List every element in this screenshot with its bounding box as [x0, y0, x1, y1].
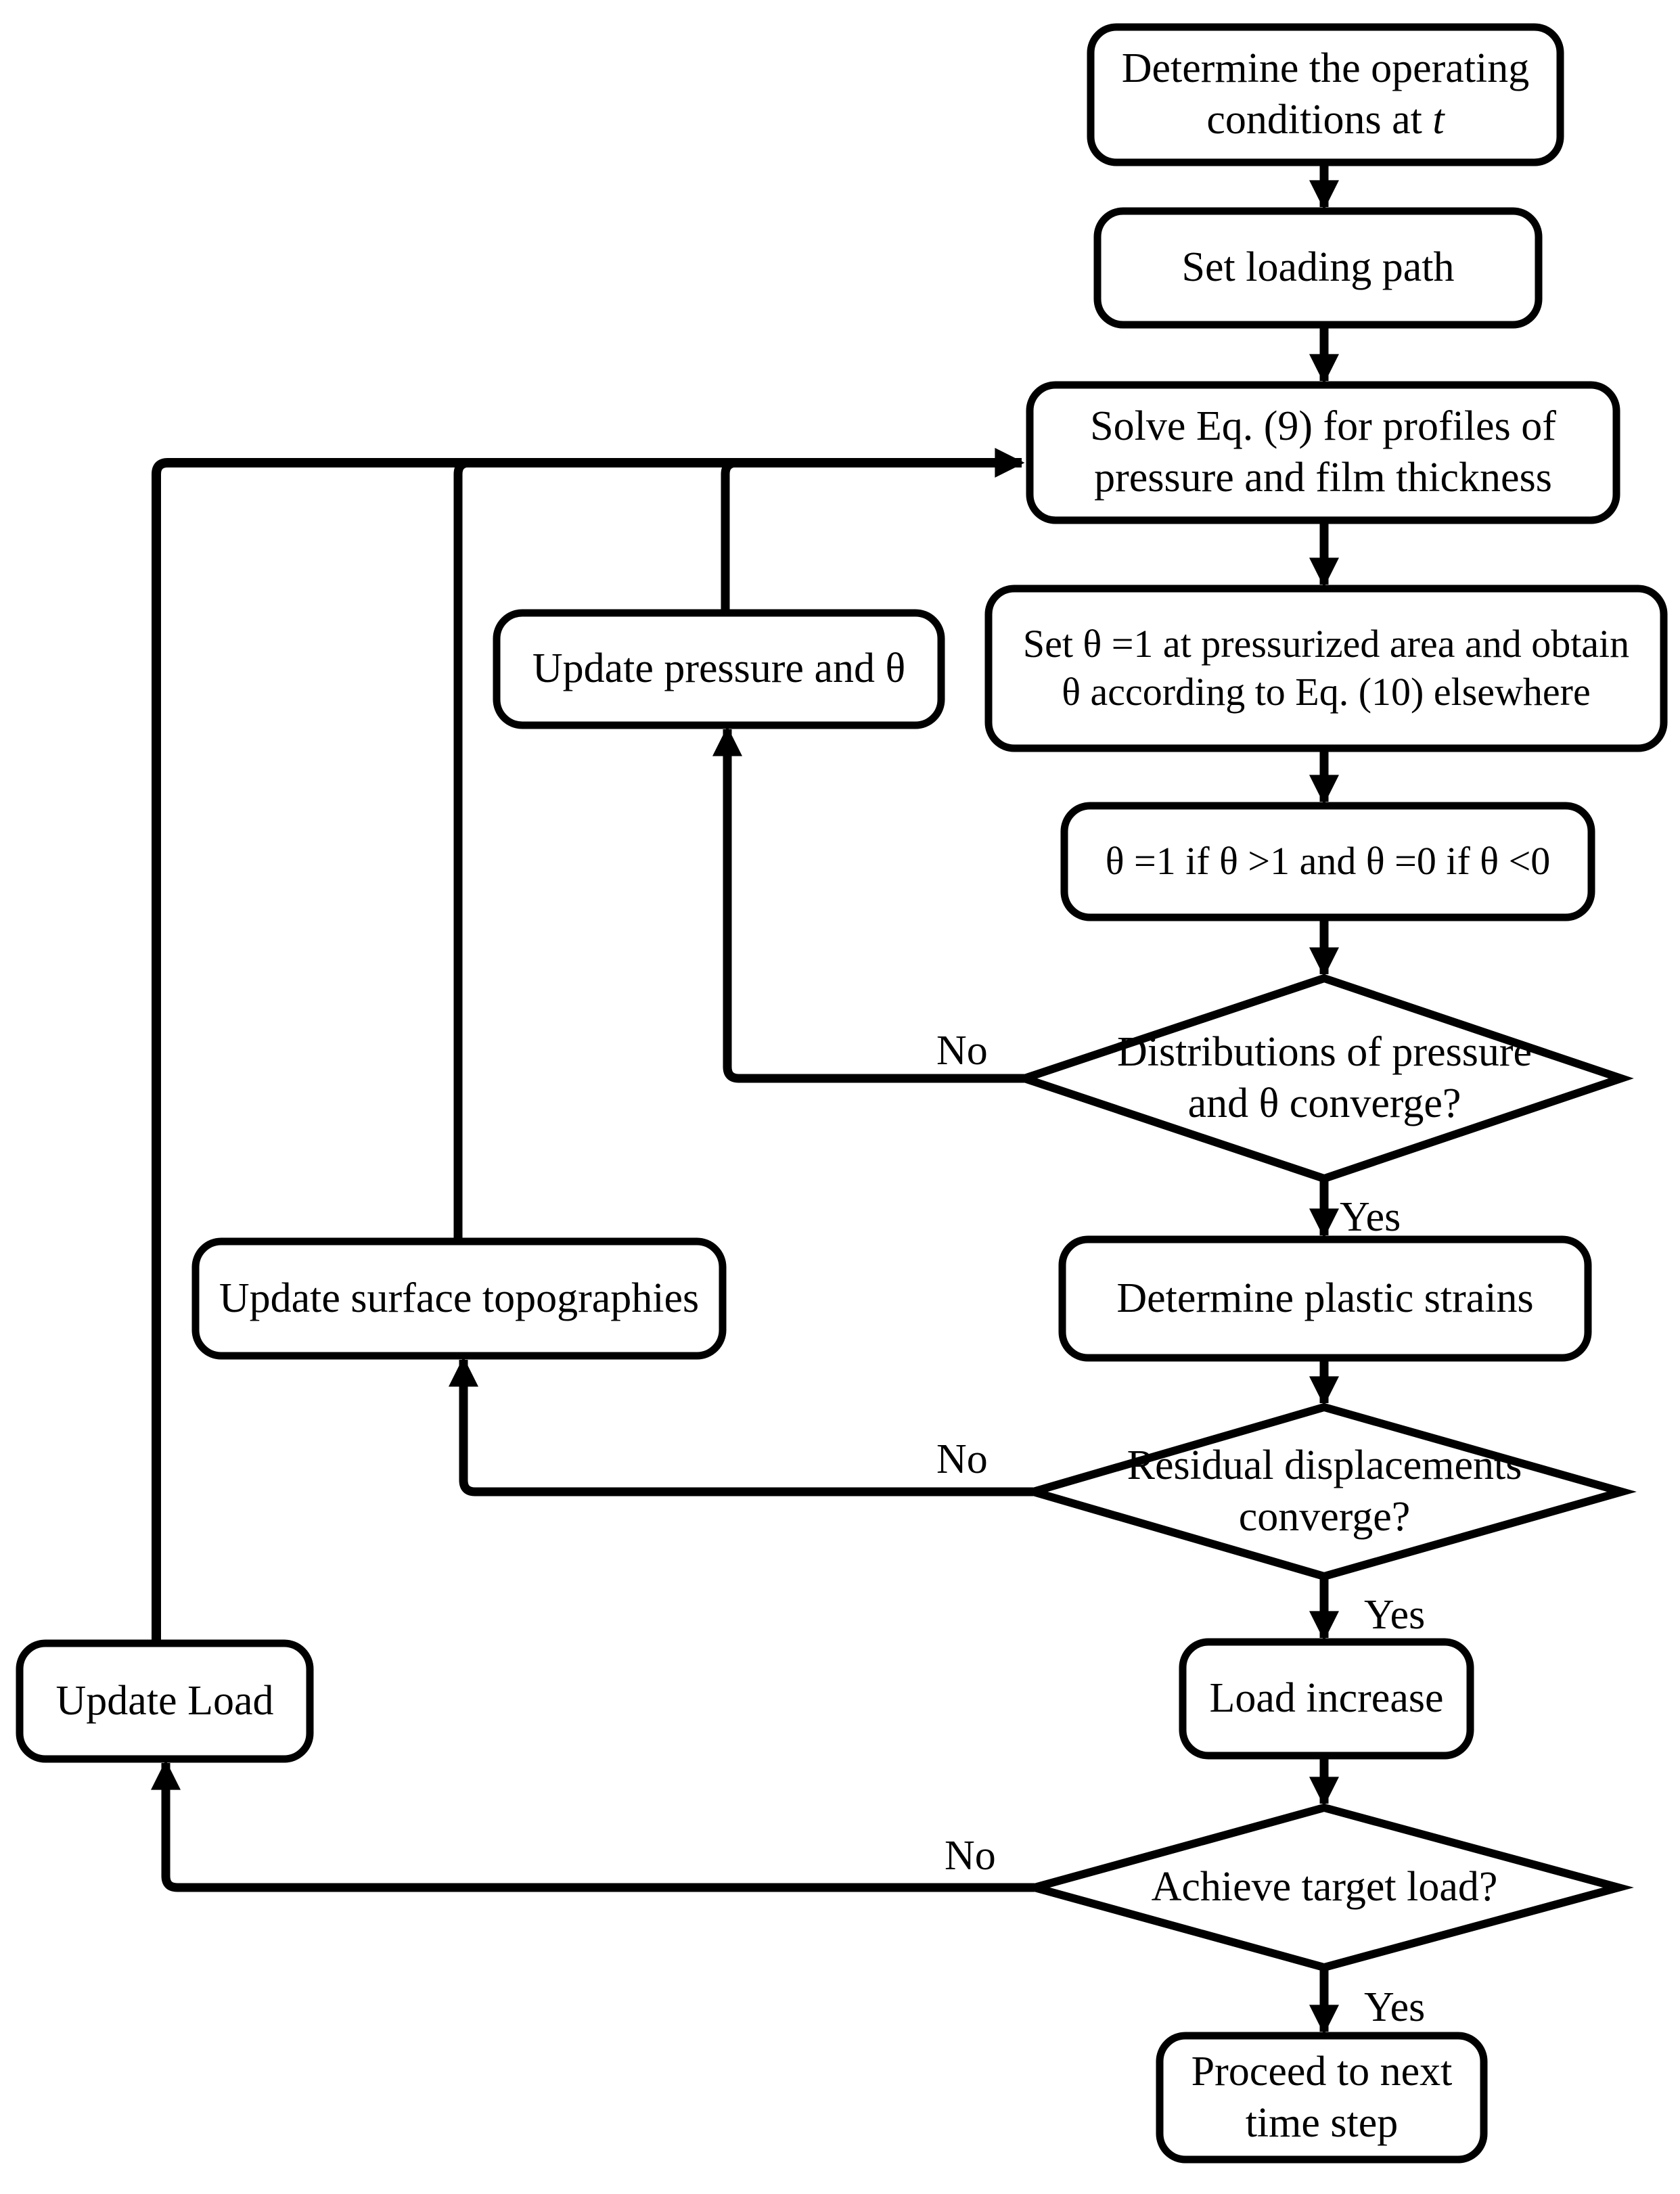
edge-label-no-achieve-target: No: [945, 1833, 996, 1879]
edge-label-yes-pressure-converge: Yes: [1340, 1194, 1401, 1240]
node-load-increase-box: [1179, 1638, 1474, 1760]
feedback-line-update-surface-to-solve: [453, 458, 470, 1241]
feedback-line-update-pressure-to-solve: [721, 458, 737, 613]
node-update-load-box: [16, 1639, 314, 1763]
node-clamp-theta-box: [1060, 802, 1595, 921]
label-clamp-theta: θ =1 if θ >1 and θ =0 if θ <0: [1105, 839, 1551, 884]
no-path-pressure-converge-to-update-pressure: [712, 726, 1024, 1083]
label-set-theta: Set θ =1 at pressurized area and obtain …: [1022, 622, 1630, 714]
label-update-surface: Update surface topographies: [219, 1275, 700, 1321]
edge-label-no-pressure-converge: No: [936, 1028, 988, 1074]
label-set-loading-path: Set loading path: [1181, 244, 1455, 291]
label-achieve-target: Achieve target load?: [1151, 1864, 1498, 1911]
feedback-line-update-load-to-solve: [152, 448, 1025, 1643]
node-proceed-next-time-step-box: [1156, 2032, 1488, 2164]
decision-achieve-target-diamond: [1019, 1803, 1634, 1972]
node-set-theta-box: [984, 585, 1668, 752]
label-residual-converge: Residual displacements converge?: [1127, 1442, 1522, 1540]
label-solve-eq9: Solve Eq. (9) for profiles of pressure a…: [1090, 403, 1556, 501]
no-path-residual-converge-to-update-surface: [449, 1356, 1033, 1496]
node-determine-conditions-box: [1087, 23, 1564, 166]
label-determine-plastic-strains: Determine plastic strains: [1116, 1275, 1534, 1321]
edge-label-no-residual-converge: No: [936, 1436, 988, 1482]
decision-pressure-converge-diamond: [1012, 974, 1634, 1183]
label-update-load: Update Load: [55, 1677, 274, 1724]
node-set-loading-path-box: [1093, 207, 1543, 329]
label-proceed-next-time-step: Proceed to next time step: [1191, 2048, 1453, 2146]
label-determine-conditions: Determine the operating conditions at t: [1121, 45, 1530, 143]
label-pressure-converge: Distributions of pressure and θ converge…: [1116, 1029, 1533, 1126]
node-solve-eq9-box: [1026, 381, 1620, 524]
node-update-surface-box: [191, 1237, 727, 1360]
no-path-achieve-target-to-update-load: [151, 1760, 1035, 1892]
edge-label-yes-residual-converge: Yes: [1364, 1592, 1426, 1638]
decision-residual-converge-diamond: [1018, 1402, 1637, 1581]
label-load-increase: Load increase: [1209, 1675, 1444, 1722]
edge-label-yes-achieve-target: Yes: [1364, 1984, 1426, 2030]
node-determine-plastic-strains-box: [1058, 1235, 1592, 1362]
label-update-pressure: Update pressure and θ: [532, 645, 906, 692]
node-update-pressure-box: [493, 609, 945, 729]
